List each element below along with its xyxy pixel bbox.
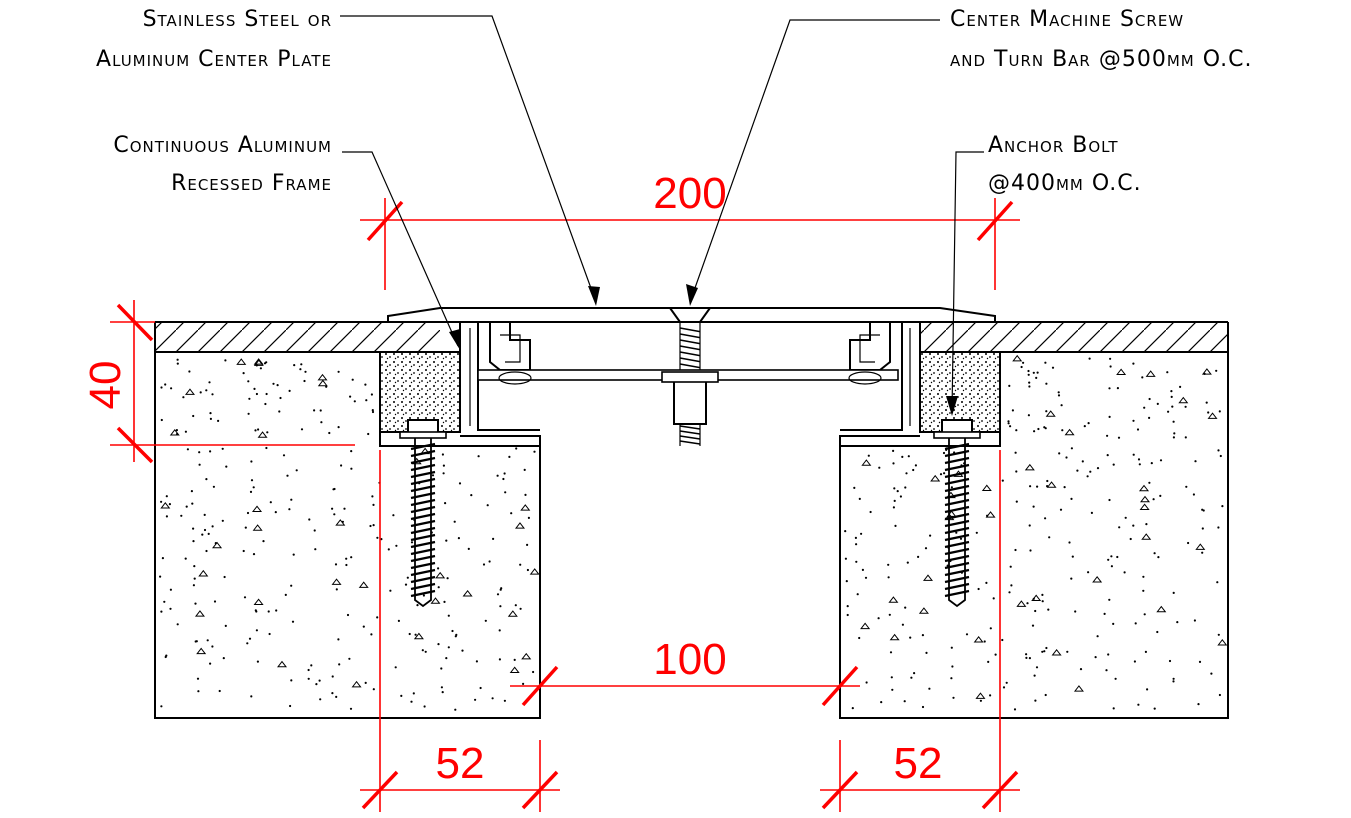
svg-text:Center Machine Screw: Center Machine Screw — [950, 7, 1184, 32]
leader-screw — [686, 19, 940, 306]
grout-pocket-right — [919, 351, 1001, 433]
label-screw: Center Machine Screw and Turn Bar @500mm… — [950, 7, 1253, 72]
leader-anchor — [946, 151, 984, 416]
dimension-52-left: 52 — [360, 450, 560, 812]
svg-text:Stainless Steel or: Stainless Steel or — [143, 7, 332, 32]
leader-center-plate — [340, 15, 600, 306]
concrete-slab-right — [839, 321, 1229, 719]
leader-frame — [342, 151, 460, 350]
dimension-label-200: 200 — [653, 169, 726, 218]
label-frame: Continuous Aluminum Recessed Frame — [113, 133, 332, 196]
concrete-slab-left — [154, 321, 541, 719]
dimension-label-40: 40 — [81, 361, 130, 410]
label-center-plate: Stainless Steel or Aluminum Center Plate — [96, 7, 332, 72]
dimension-100: 100 — [510, 635, 860, 707]
center-machine-screw — [661, 307, 719, 446]
svg-text:Aluminum Center Plate: Aluminum Center Plate — [96, 47, 332, 72]
label-anchor: Anchor Bolt @400mm O.C. — [988, 133, 1142, 196]
dimension-40: 40 — [81, 300, 355, 464]
grout-pocket-left — [379, 351, 461, 433]
dimension-label-52-right: 52 — [894, 739, 943, 788]
dimension-200: 200 — [360, 169, 1020, 290]
dimension-label-100: 100 — [653, 635, 726, 684]
dimension-52-right: 52 — [820, 450, 1020, 812]
svg-text:and Turn Bar @500mm O.C.: and Turn Bar @500mm O.C. — [950, 47, 1253, 72]
anchor-bolt-left — [399, 419, 447, 608]
svg-text:Anchor Bolt: Anchor Bolt — [988, 133, 1119, 158]
svg-text:Recessed Frame: Recessed Frame — [171, 171, 332, 196]
svg-text:@400mm O.C.: @400mm O.C. — [988, 171, 1142, 196]
anchor-bolt-right — [933, 419, 981, 608]
dimension-label-52-left: 52 — [436, 739, 485, 788]
svg-text:Continuous Aluminum: Continuous Aluminum — [113, 133, 332, 158]
center-plate — [387, 307, 996, 323]
